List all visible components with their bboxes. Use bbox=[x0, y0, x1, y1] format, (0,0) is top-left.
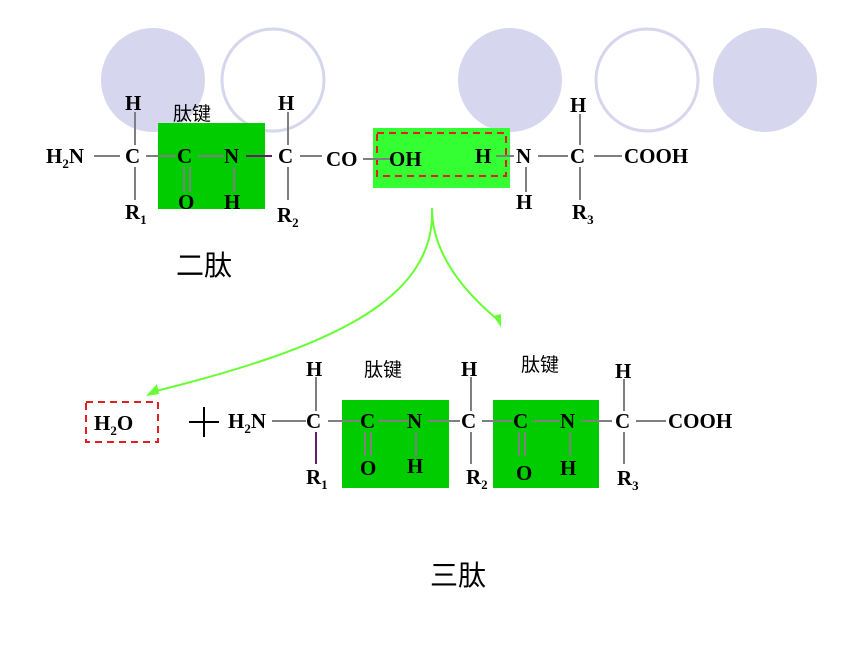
hydroxyl-oh: OH bbox=[389, 147, 422, 171]
arrow-to-water bbox=[151, 207, 434, 393]
dipeptide-row: H2N H C R1 肽键 C O N H H C R2 CO OH H N H… bbox=[46, 91, 688, 282]
arrow-head bbox=[146, 384, 159, 396]
atom-h: H bbox=[306, 357, 322, 381]
atom-c: C bbox=[306, 409, 321, 433]
r-group-2: R2 bbox=[277, 203, 299, 230]
water-elimination-box bbox=[373, 128, 510, 188]
atom-h: H bbox=[560, 456, 576, 480]
atom-h: H bbox=[475, 144, 491, 168]
peptide-bond-box-1 bbox=[158, 123, 265, 209]
tripeptide-label: 三肽 bbox=[430, 559, 486, 592]
atom-c: C bbox=[570, 144, 585, 168]
decor-circle-filled-1 bbox=[101, 28, 205, 132]
water-elimination-dashed-box bbox=[376, 132, 507, 177]
decorative-circles bbox=[101, 27, 817, 133]
water-dashed-box bbox=[85, 401, 159, 443]
atom-c: C bbox=[461, 409, 476, 433]
atom-h: H bbox=[407, 454, 423, 478]
atom-h: H bbox=[516, 190, 532, 214]
r-group-1: R1 bbox=[125, 200, 147, 227]
dipeptide-label: 二肽 bbox=[176, 249, 232, 282]
atom-c: C bbox=[278, 144, 293, 168]
atom-n: N bbox=[516, 144, 531, 168]
atom-o: O bbox=[516, 461, 532, 485]
reaction-arrows bbox=[146, 207, 501, 396]
peptide-bond-box-2 bbox=[342, 400, 449, 488]
atom-o: O bbox=[360, 456, 376, 480]
peptide-bond-label-1: 肽键 bbox=[173, 103, 211, 125]
atom-c: C bbox=[513, 409, 528, 433]
atom-h: H bbox=[278, 91, 294, 115]
carboxyl-cooh: COOH bbox=[624, 144, 688, 168]
atom-n: N bbox=[407, 409, 422, 433]
atom-h: H bbox=[461, 357, 477, 381]
decor-circle-outline-1 bbox=[220, 27, 326, 133]
r-group-2: R2 bbox=[466, 465, 488, 492]
peptide-bond-label-3: 肽键 bbox=[521, 354, 559, 376]
atom-c: C bbox=[177, 144, 192, 168]
atom-h: H bbox=[125, 91, 141, 115]
arrow-to-tripeptide bbox=[431, 207, 499, 321]
amino-group: H2N bbox=[46, 144, 84, 171]
decor-circle-filled-2 bbox=[458, 28, 562, 132]
atom-h: H bbox=[224, 190, 240, 214]
atom-n: N bbox=[560, 409, 575, 433]
r-group-1: R1 bbox=[306, 465, 328, 492]
carboxyl-cooh: COOH bbox=[668, 409, 732, 433]
tripeptide-row: H2O H2N H C R1 肽键 C O N H bbox=[85, 354, 732, 592]
atom-c: C bbox=[125, 144, 140, 168]
atom-n: N bbox=[224, 144, 239, 168]
decor-circle-outline-2 bbox=[594, 27, 700, 133]
atom-o: O bbox=[178, 190, 194, 214]
carbonyl-co: CO bbox=[326, 147, 358, 171]
r-group-3: R3 bbox=[572, 200, 594, 227]
atom-h: H bbox=[615, 359, 631, 383]
water-molecule: H2O bbox=[94, 411, 133, 438]
atom-c: C bbox=[615, 409, 630, 433]
peptide-bond-box-3 bbox=[493, 400, 599, 488]
r-group-3: R3 bbox=[617, 466, 639, 493]
decor-circle-filled-3 bbox=[713, 28, 817, 132]
arrow-head bbox=[493, 314, 501, 327]
atom-h: H bbox=[570, 93, 586, 117]
amino-group: H2N bbox=[228, 409, 266, 436]
peptide-bond-label-2: 肽键 bbox=[364, 359, 402, 381]
atom-c: C bbox=[360, 409, 375, 433]
